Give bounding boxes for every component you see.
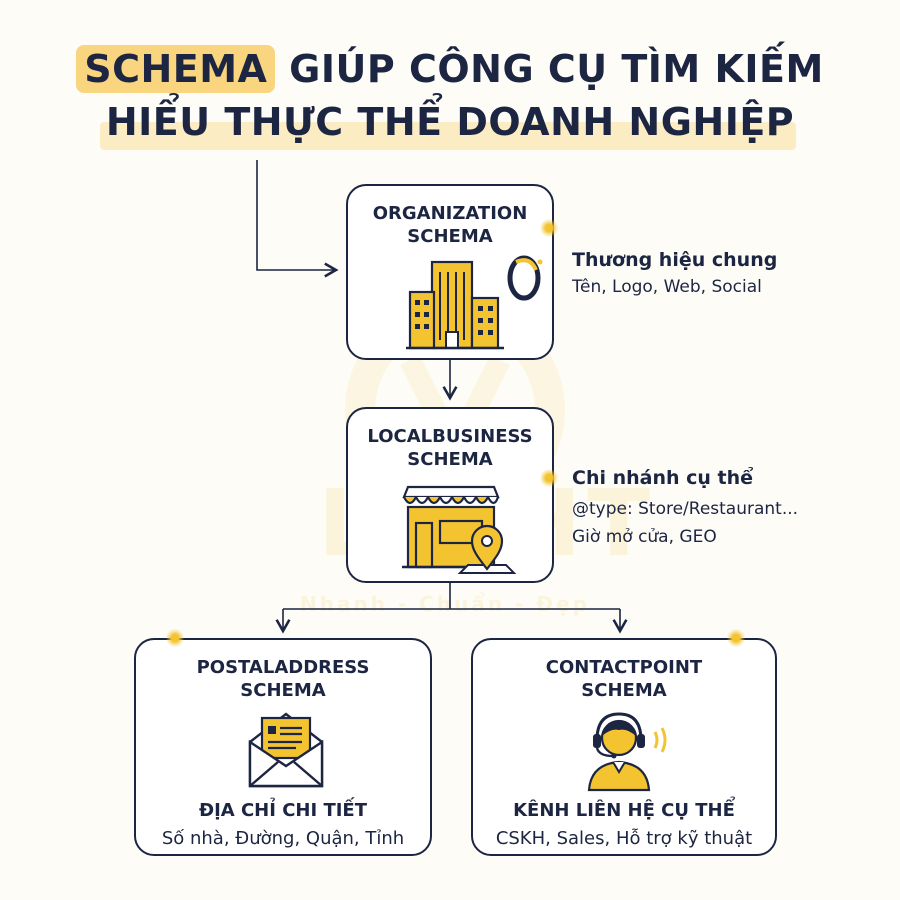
- postaladdress-schema-card: POSTALADDRESS SCHEMA ĐỊA CHỈ CHI TIẾT Số…: [134, 638, 432, 856]
- organization-title-line-2: SCHEMA: [407, 226, 493, 247]
- contactpoint-schema-card: CONTACTPOINT SCHEMA KÊNH LIÊN HỆ CỤ THỂ …: [471, 638, 777, 856]
- localbusiness-schema-card: LOCALBUSINESS SCHEMA: [346, 407, 554, 583]
- postaladdress-sub-title: ĐỊA CHỈ CHI TIẾT: [198, 800, 367, 821]
- support-agent-headset-icon: [587, 712, 667, 792]
- title-underline-band: [100, 122, 796, 150]
- organization-schema-card: ORGANIZATION SCHEMA: [346, 184, 554, 360]
- organization-card-title: ORGANIZATION SCHEMA: [348, 202, 552, 248]
- localbusiness-glow-dot: [540, 469, 558, 487]
- postaladdress-glow-dot: [166, 629, 184, 647]
- title-highlight: SCHEMA: [76, 45, 276, 93]
- title-line-1-rest: GIÚP CÔNG CỤ TÌM KIẾM: [275, 47, 824, 91]
- title-to-organization-arrow: [256, 160, 339, 278]
- organization-side-note: Thương hiệu chung Tên, Logo, Web, Social: [572, 247, 777, 301]
- postaladdress-card-title: POSTALADDRESS SCHEMA: [136, 656, 430, 702]
- localbusiness-side-title: Chi nhánh cụ thể: [572, 467, 754, 489]
- localbusiness-title-line-1: LOCALBUSINESS: [367, 426, 533, 447]
- contactpoint-sub-text: CSKH, Sales, Hỗ trợ kỹ thuật: [495, 828, 753, 849]
- postaladdress-sub-text: Số nhà, Đường, Quận, Tỉnh: [161, 828, 405, 849]
- postaladdress-title-line-1: POSTALADDRESS: [196, 657, 370, 678]
- postaladdress-title-line-2: SCHEMA: [240, 680, 326, 701]
- localbusiness-side-note: Chi nhánh cụ thể @type: Store/Restaurant…: [572, 465, 798, 551]
- contactpoint-title-line-1: CONTACTPOINT: [545, 657, 703, 678]
- organization-side-text: Tên, Logo, Web, Social: [572, 277, 762, 297]
- localbusiness-card-title: LOCALBUSINESS SCHEMA: [348, 425, 552, 471]
- envelope-letter-icon: [248, 712, 324, 788]
- contactpoint-sub-title: KÊNH LIÊN HỆ CỤ THỂ: [513, 800, 735, 821]
- office-buildings-icon: [406, 255, 543, 350]
- localbusiness-side-text-1: @type: Store/Restaurant...: [572, 499, 799, 519]
- organization-side-title: Thương hiệu chung: [572, 249, 778, 271]
- localbusiness-title-line-2: SCHEMA: [407, 449, 493, 470]
- storefront-icon: [402, 485, 516, 574]
- contactpoint-card-title: CONTACTPOINT SCHEMA: [473, 656, 775, 702]
- contactpoint-title-line-2: SCHEMA: [581, 680, 667, 701]
- localbusiness-to-children-arrows: [275, 583, 628, 634]
- organization-glow-dot: [540, 219, 558, 237]
- page-title-line-2: HIỂU THỰC THỂ DOANH NGHIỆP: [105, 100, 795, 144]
- organization-title-line-1: ORGANIZATION: [372, 203, 528, 224]
- localbusiness-side-text-2: Giờ mở cửa, GEO: [572, 527, 717, 547]
- contactpoint-glow-dot: [727, 629, 745, 647]
- page-title-line-1: SCHEMA GIÚP CÔNG CỤ TÌM KIẾM: [0, 45, 900, 93]
